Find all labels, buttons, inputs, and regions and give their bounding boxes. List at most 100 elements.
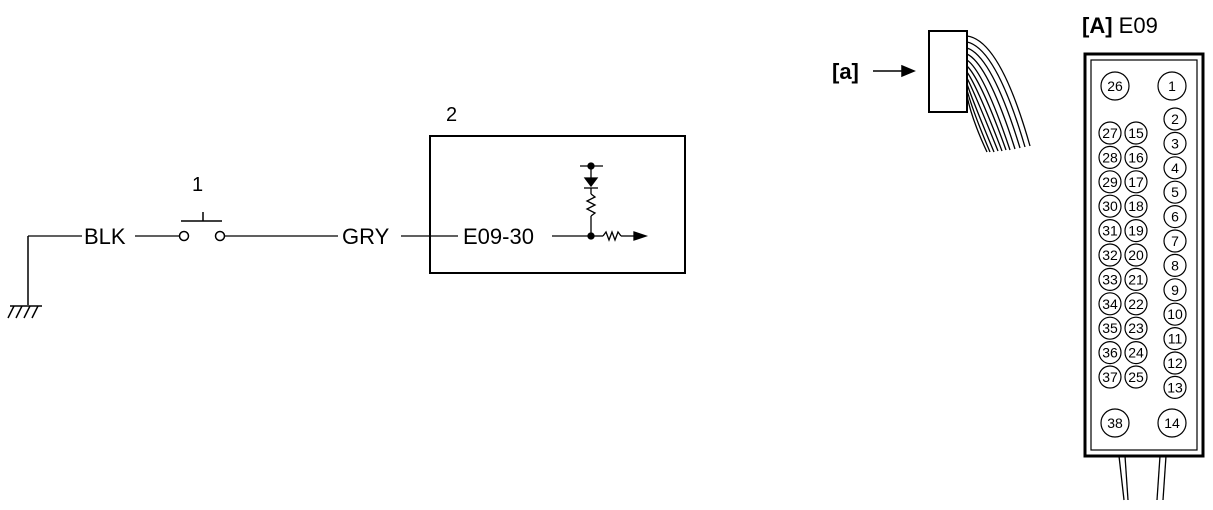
pin-label: 33	[1102, 271, 1118, 287]
pin-label: 10	[1167, 306, 1183, 322]
pin-33: 33	[1098, 267, 1122, 291]
pin-label: 23	[1128, 320, 1144, 336]
connector-title: [A] E09	[1082, 13, 1158, 38]
pin-circle	[1124, 170, 1148, 194]
pin-label: 18	[1128, 198, 1144, 214]
pin-11: 11	[1163, 327, 1187, 351]
pin-27: 27	[1098, 121, 1122, 145]
pin-34: 34	[1098, 292, 1122, 316]
pin-circle	[1163, 156, 1187, 180]
pins-left-column: 26 38	[1100, 71, 1130, 438]
pin-label: 27	[1102, 125, 1118, 141]
pin-label: 26	[1107, 78, 1123, 94]
pin-label: 15	[1128, 125, 1144, 141]
pin-label: 32	[1102, 247, 1118, 263]
pin-label: 20	[1128, 247, 1144, 263]
pin-label: 12	[1167, 355, 1183, 371]
pin-label: 28	[1102, 149, 1118, 165]
connector-marker: [A]	[1082, 13, 1113, 38]
pin-label: 11	[1168, 331, 1183, 347]
pin-circle	[1124, 292, 1148, 316]
pin-circle	[1124, 194, 1148, 218]
pin-circle	[1098, 292, 1122, 316]
pin-31: 31	[1098, 219, 1122, 243]
pin-32: 32	[1098, 243, 1122, 267]
pin-35: 35	[1098, 316, 1122, 340]
pin-circle	[1163, 278, 1187, 302]
pin-circle	[1124, 365, 1148, 389]
pin-12: 12	[1163, 351, 1187, 375]
pin-circle	[1163, 107, 1187, 131]
pin-15: 15	[1124, 121, 1148, 145]
pin-label: 21	[1128, 271, 1144, 287]
pin-circle	[1163, 351, 1187, 375]
pin-circle	[1124, 316, 1148, 340]
pin-21: 21	[1124, 267, 1148, 291]
pin-circle	[1098, 194, 1122, 218]
pin-label: 31	[1102, 223, 1118, 239]
pin-3: 3	[1163, 131, 1187, 155]
view-arrow	[873, 64, 916, 78]
pin-13: 13	[1163, 375, 1187, 399]
pin-label: 25	[1128, 369, 1144, 385]
pin-circle	[1124, 121, 1148, 145]
wire-label-gry: GRY	[342, 224, 390, 249]
pin-23: 23	[1124, 316, 1148, 340]
pin-7: 7	[1163, 229, 1187, 253]
pin-9: 9	[1163, 278, 1187, 302]
pin-1: 1	[1157, 71, 1187, 101]
pin-circle	[1163, 205, 1187, 229]
pin-label: 17	[1128, 174, 1144, 190]
switch-number-label: 1	[192, 174, 203, 196]
pin-circle	[1163, 180, 1187, 204]
pin-circle	[1157, 408, 1187, 438]
pin-6: 6	[1163, 205, 1187, 229]
pin-circle	[1098, 219, 1122, 243]
pin-14: 14	[1157, 408, 1187, 438]
pin-20: 20	[1124, 243, 1148, 267]
pin-label: 7	[1171, 233, 1179, 249]
pin-25: 25	[1124, 365, 1148, 389]
pin-circle	[1124, 267, 1148, 291]
pin-circle	[1124, 145, 1148, 169]
pin-circle	[1098, 267, 1122, 291]
pin-24: 24	[1124, 341, 1148, 365]
pin-label: 30	[1102, 198, 1118, 214]
terminal-label: E09-30	[463, 224, 534, 249]
pin-label: 14	[1164, 415, 1180, 431]
pin-label: 29	[1102, 174, 1118, 190]
pin-circle	[1124, 341, 1148, 365]
pin-label: 24	[1128, 345, 1144, 361]
pin-label: 13	[1167, 379, 1183, 395]
pin-8: 8	[1163, 253, 1187, 277]
connector-side-view	[928, 30, 1031, 153]
pin-circle	[1100, 408, 1130, 438]
pin-18: 18	[1124, 194, 1148, 218]
pin-circle	[1098, 170, 1122, 194]
pin-label: 8	[1171, 257, 1179, 273]
pin-16: 16	[1124, 145, 1148, 169]
pin-label: 3	[1171, 135, 1179, 151]
pin-26: 26	[1100, 71, 1130, 101]
pin-circle	[1098, 121, 1122, 145]
pin-label: 36	[1102, 345, 1118, 361]
pin-label: 5	[1171, 184, 1179, 200]
pin-circle	[1098, 243, 1122, 267]
pin-label: 6	[1171, 209, 1179, 225]
view-marker-label: [a]	[832, 59, 859, 84]
pin-17: 17	[1124, 170, 1148, 194]
pin-28: 28	[1098, 145, 1122, 169]
pin-2: 2	[1163, 107, 1187, 131]
pin-22: 22	[1124, 292, 1148, 316]
pin-label: 35	[1102, 320, 1118, 336]
pin-label: 2	[1171, 111, 1179, 127]
pin-38: 38	[1100, 408, 1130, 438]
pin-circle	[1098, 341, 1122, 365]
pin-circle	[1163, 229, 1187, 253]
pin-label: 1	[1168, 78, 1176, 94]
pin-4: 4	[1163, 156, 1187, 180]
